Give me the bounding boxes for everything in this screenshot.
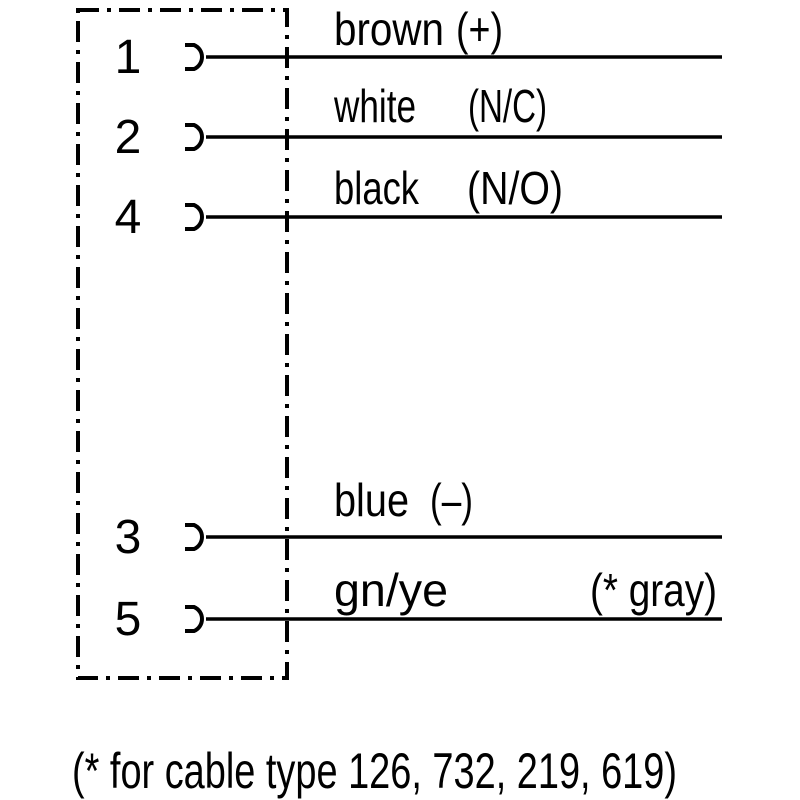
pin-number: 3 <box>115 511 142 564</box>
wire-row: 2 white (N/C) <box>115 80 722 164</box>
socket-contact-icon <box>185 523 204 551</box>
wire-color-label: black <box>334 162 420 214</box>
footnote: (* for cable type 126, 732, 219, 619) <box>72 743 677 799</box>
wire-function-label: (+) <box>456 3 503 55</box>
wire-row: 1 brown (+) <box>115 3 722 84</box>
socket-contact-icon <box>185 605 204 633</box>
wire-color-label: white <box>333 80 416 132</box>
wire-color-label: gn/ye <box>334 564 448 616</box>
wire-color-label: blue <box>334 474 409 526</box>
pin-number: 2 <box>115 111 142 164</box>
socket-contact-icon <box>185 123 204 151</box>
wire-row: 5 gn/ye (* gray) <box>115 564 722 646</box>
pin-number: 4 <box>115 191 142 244</box>
wire-row: 3 blue (–) <box>115 474 722 564</box>
wire-color-label: brown <box>334 3 444 55</box>
connector-outline <box>76 8 289 680</box>
pin-number: 5 <box>115 593 142 646</box>
wire-row: 4 black (N/O) <box>115 162 722 244</box>
wire-function-label: (* gray) <box>590 564 717 616</box>
wire-function-label: (N/O) <box>467 162 563 214</box>
pin-number: 1 <box>115 31 142 84</box>
wire-function-label: (–) <box>430 474 473 526</box>
wire-function-label: (N/C) <box>468 80 547 132</box>
socket-contact-icon <box>185 43 204 71</box>
socket-contact-icon <box>185 203 204 231</box>
